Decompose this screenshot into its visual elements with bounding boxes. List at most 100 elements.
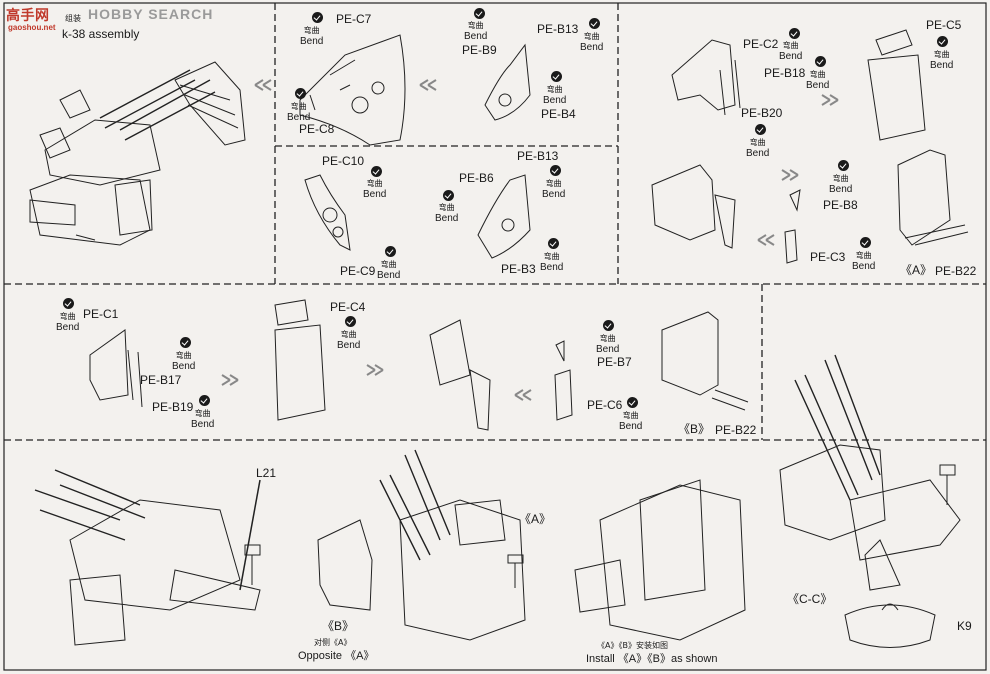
pe-b13-b9-b4-drawing bbox=[484, 43, 531, 121]
part-label-pe-b8: PE-B8 bbox=[823, 198, 858, 212]
bend-check-icon bbox=[63, 298, 74, 309]
part-label-pe-b13: PE-B13 bbox=[537, 22, 579, 36]
bend-cn: 弯曲 bbox=[749, 138, 766, 147]
bend-en: Bend bbox=[300, 36, 324, 47]
bend-check-icon bbox=[385, 246, 396, 257]
bend-check-icon bbox=[838, 160, 849, 171]
step-title: k-38 assembly bbox=[62, 27, 140, 41]
pe-c5-drawing bbox=[875, 29, 913, 56]
bend-en: Bend bbox=[172, 361, 196, 372]
k9-base-drawing bbox=[844, 604, 936, 648]
gun-mount-drawing-4 bbox=[574, 479, 746, 641]
caption-install-en: Install 《A》《B》as shown bbox=[586, 653, 718, 665]
watermark-brand-cn: 高手网 bbox=[6, 7, 50, 23]
bend-cn: 弯曲 bbox=[467, 21, 484, 30]
part-label-pe-c8: PE-C8 bbox=[299, 122, 335, 136]
part-label-pe-c4: PE-C4 bbox=[330, 300, 366, 314]
bend-check-icon bbox=[789, 28, 800, 39]
bend-check-icon bbox=[815, 56, 826, 67]
bend-cn: 弯曲 bbox=[622, 411, 639, 420]
bend-check-icon bbox=[755, 124, 766, 135]
bend-cn: 弯曲 bbox=[366, 179, 383, 188]
gun-mount-drawing-1 bbox=[29, 61, 246, 246]
bend-cn: 弯曲 bbox=[599, 334, 616, 343]
pe-b7-c6-drawing bbox=[555, 340, 565, 362]
shield-panel-drawing-2 bbox=[429, 319, 471, 386]
bend-en: Bend bbox=[56, 322, 80, 333]
bend-cn: 弯曲 bbox=[545, 179, 562, 188]
bend-en: Bend bbox=[779, 51, 803, 62]
sheet-frame bbox=[3, 2, 987, 671]
caption-install-cn: 《A》《B》安装如图 bbox=[597, 641, 668, 650]
pe-b22-a-drawing bbox=[897, 149, 951, 246]
gun-mount-drawing-2 bbox=[34, 469, 261, 646]
bend-check-icon bbox=[199, 395, 210, 406]
bend-en: Bend bbox=[543, 95, 567, 106]
part-label-pe-c10: PE-C10 bbox=[322, 154, 365, 168]
bend-en: Bend bbox=[542, 189, 566, 200]
bend-check-icon bbox=[295, 88, 306, 99]
bend-en: Bend bbox=[287, 112, 311, 123]
part-label-pe-b7: PE-B7 bbox=[597, 355, 632, 369]
assembly-cn-label: 组装 bbox=[65, 14, 81, 23]
bend-check-icon bbox=[345, 316, 356, 327]
bend-check-icon bbox=[937, 36, 948, 47]
part-label-pe-c6: PE-C6 bbox=[587, 398, 623, 412]
pe-c2-b18-b20-drawing bbox=[671, 39, 736, 111]
bend-en: Bend bbox=[930, 60, 954, 71]
bend-en: Bend bbox=[596, 344, 620, 355]
bend-en: Bend bbox=[363, 189, 387, 200]
part-label-pe-c2: PE-C2 bbox=[743, 37, 779, 51]
bend-check-icon bbox=[627, 397, 638, 408]
caption-opposite-en: Opposite 《A》 bbox=[298, 650, 375, 662]
pe-b22-b-drawing bbox=[661, 311, 719, 396]
bend-en: Bend bbox=[580, 42, 604, 53]
bend-cn: 弯曲 bbox=[438, 203, 455, 212]
bend-cn: 弯曲 bbox=[543, 252, 560, 261]
pe-b6-b13-b3-drawing bbox=[477, 174, 531, 259]
pe-c1-b17-b19-drawing bbox=[89, 329, 129, 401]
bend-cn: 弯曲 bbox=[194, 409, 211, 418]
part-label-pe-b17: PE-B17 bbox=[140, 373, 182, 387]
bend-cn: 弯曲 bbox=[782, 41, 799, 50]
watermark-subtitle: gaoshou.net bbox=[8, 23, 56, 32]
part-label-k9: K9 bbox=[957, 619, 972, 633]
pe-c4-drawing bbox=[274, 299, 309, 326]
bend-en: Bend bbox=[435, 213, 459, 224]
bend-cn: 弯曲 bbox=[855, 251, 872, 260]
bend-check-icon bbox=[551, 71, 562, 82]
part-label-pe-b22-b: PE-B22 bbox=[715, 423, 757, 437]
bend-cn: 弯曲 bbox=[340, 330, 357, 339]
part-label-pe-c7: PE-C7 bbox=[336, 12, 372, 26]
bend-cn: 弯曲 bbox=[933, 50, 950, 59]
bend-check-icon bbox=[548, 238, 559, 249]
part-label-pe-c3: PE-C3 bbox=[810, 250, 846, 264]
bend-check-icon bbox=[860, 237, 871, 248]
part-label-pe-b18: PE-B18 bbox=[764, 66, 806, 80]
bend-check-icon bbox=[550, 165, 561, 176]
part-label-pe-c1: PE-C1 bbox=[83, 307, 119, 321]
bend-cn: 弯曲 bbox=[290, 102, 307, 111]
bend-cn: 弯曲 bbox=[175, 351, 192, 360]
part-label-pe-b9: PE-B9 bbox=[462, 43, 497, 57]
caption-opposite-cn: 对侧《A》 bbox=[314, 638, 352, 647]
bend-en: Bend bbox=[191, 419, 215, 430]
